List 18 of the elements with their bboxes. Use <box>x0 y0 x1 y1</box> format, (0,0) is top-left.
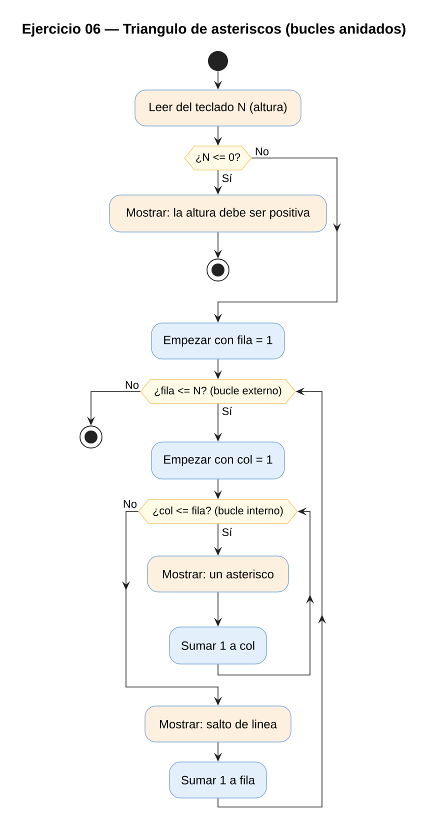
start-circle <box>208 51 228 72</box>
process-box: Mostrar: un asterisco <box>147 556 289 592</box>
process-box: Sumar 1 a fila <box>169 762 267 798</box>
edge-label: Sí <box>221 527 233 537</box>
process-box: Leer del teclado N (altura) <box>134 90 302 126</box>
edge-label: No <box>254 147 270 156</box>
edge-label: No <box>122 500 138 508</box>
edge-label: Sí <box>221 173 233 183</box>
process-box: Empezar con col = 1 <box>151 442 285 480</box>
title: Ejercicio 06 — Triangulo de asteriscos (bucles anidados) <box>22 23 406 37</box>
process-box: Sumar 1 a col <box>169 626 267 664</box>
edge-label: No <box>124 380 140 390</box>
process-box: Mostrar: salto de linea <box>144 706 292 742</box>
process-box: Mostrar: la altura debe ser positiva <box>109 194 327 232</box>
end-circle <box>80 426 102 448</box>
end-circle <box>206 258 230 282</box>
edge-label: Sí <box>221 406 233 416</box>
process-box: Empezar con fila = 1 <box>151 322 285 360</box>
